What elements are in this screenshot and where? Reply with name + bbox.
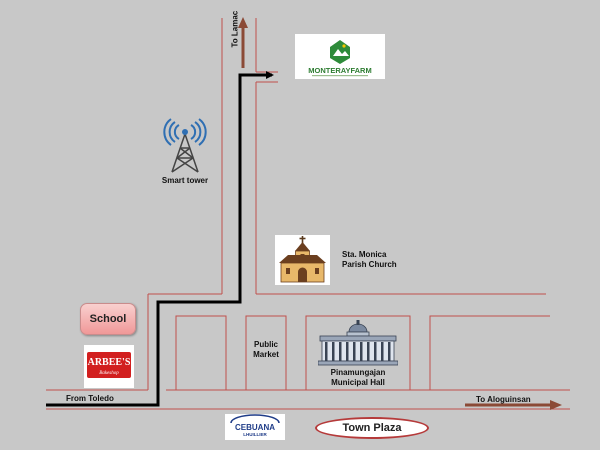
lamac-arrowhead [238,17,248,28]
town-plaza-label: Town Plaza [315,417,429,439]
school-label: School [80,303,136,335]
hall-label: Pinamungajan Municipal Hall [306,368,410,388]
public-market-line2: Market [253,350,279,359]
church-card [275,235,330,285]
farm-logo-icon: MONTERAYFARM [308,40,372,77]
hall-label-line1: Pinamungajan [330,368,386,377]
lot-block [245,315,287,391]
municipal-hall-graphic [317,320,399,366]
lot-block [175,315,227,391]
cebuana-text: CEBUANA [235,423,275,432]
hall-label-line2: Municipal Hall [331,378,385,387]
church-icon [279,236,326,283]
arbees-text: ARBEE'S [88,357,131,368]
smart-tower-label: Smart tower [161,176,209,185]
arbees-sub-text: Bakeshop [99,371,119,376]
municipal-hall-icon [317,320,399,366]
aloguinsan-arrowhead [550,400,562,410]
cebuana-sub-text: LHUILLIER [243,432,267,437]
cebuana-logo: CEBUANA LHUILLIER [225,414,285,440]
public-market-line1: Public [253,340,278,349]
cebuana-logo-graphic: CEBUANA LHUILLIER [230,414,280,437]
route-path [46,71,274,407]
church-label-line1: Sta. Monica [342,250,387,259]
to-lamac-label: To Lamac [230,10,240,48]
church-label: Sta. Monica Parish Church [342,250,397,270]
from-toledo-label: From Toledo [66,394,114,403]
cell-tower-icon [163,118,207,173]
monteray-text: MONTERAYFARM [308,66,371,75]
public-market-label: Public Market [246,340,286,360]
church-label-line2: Parish Church [342,260,397,269]
to-aloguinsan-label: To Aloguinsan [476,395,531,404]
lot-block [305,315,411,391]
monteray-farm-logo: MONTERAYFARM [295,34,385,79]
arbees-logo-graphic: ARBEE'S Bakeshop [87,352,131,378]
lot-block [429,315,550,391]
arbees-logo: ARBEE'S Bakeshop [84,345,134,388]
